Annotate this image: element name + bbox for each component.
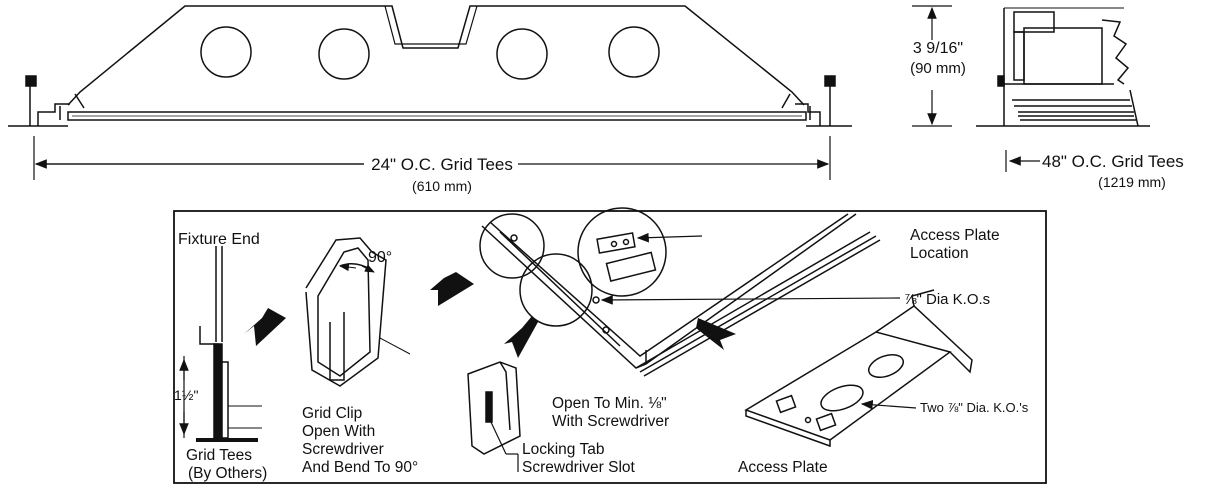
- open-to-line-1: Open To Min. ⅛": [552, 395, 667, 412]
- height-dimension-label: 3 9/16": [913, 40, 963, 57]
- locking-tab-line-2: Screwdriver Slot: [522, 459, 636, 476]
- direction-arrow-1: [244, 308, 286, 346]
- grid-tees-label: Grid Tees: [186, 447, 252, 464]
- locking-tab-line-1: Locking Tab: [522, 441, 604, 458]
- grid-clip-line-1: Grid Clip: [302, 405, 362, 422]
- height-metric-label: (90 mm): [910, 60, 966, 77]
- access-plate-location-line-2: Location: [910, 245, 969, 262]
- width-dimension-label: 24" O.C. Grid Tees: [371, 155, 513, 174]
- front-view: [8, 5, 852, 180]
- length-dimension-label: 48" O.C. Grid Tees: [1042, 152, 1184, 171]
- fixture-corner-drawing: [479, 207, 901, 377]
- grid-clip-line-2: Open With: [302, 423, 375, 440]
- length-metric-label: (1219 mm): [1098, 174, 1166, 190]
- dia-ko-label: ⅞" Dia K.O.s: [904, 291, 990, 308]
- angle-label: 90°: [368, 249, 392, 266]
- direction-arrow-3: [504, 316, 538, 358]
- fixture-end-detail: [179, 246, 262, 442]
- side-view: [912, 5, 1150, 172]
- grid-tees-by-others-label: (By Others): [188, 465, 267, 482]
- grid-clip-line-4: And Bend To 90°: [302, 459, 418, 476]
- access-plate-label: Access Plate: [738, 459, 828, 476]
- detail-frame: [173, 210, 1047, 484]
- locking-tab-drawing: [467, 361, 521, 472]
- open-to-line-2: With Screwdriver: [552, 413, 669, 430]
- direction-arrow-2: [430, 272, 474, 306]
- clip-height-label: 1½": [174, 387, 198, 403]
- access-plate-drawing: [744, 289, 973, 448]
- grid-clip-drawing: [305, 237, 411, 387]
- fixture-end-label: Fixture End: [178, 231, 260, 248]
- grid-clip-line-3: Screwdriver: [302, 441, 384, 458]
- two-ko-label: Two ⅞" Dia. K.O.'s: [920, 400, 1029, 415]
- width-metric-label: (610 mm): [412, 178, 472, 194]
- access-plate-location-line-1: Access Plate: [910, 227, 1000, 244]
